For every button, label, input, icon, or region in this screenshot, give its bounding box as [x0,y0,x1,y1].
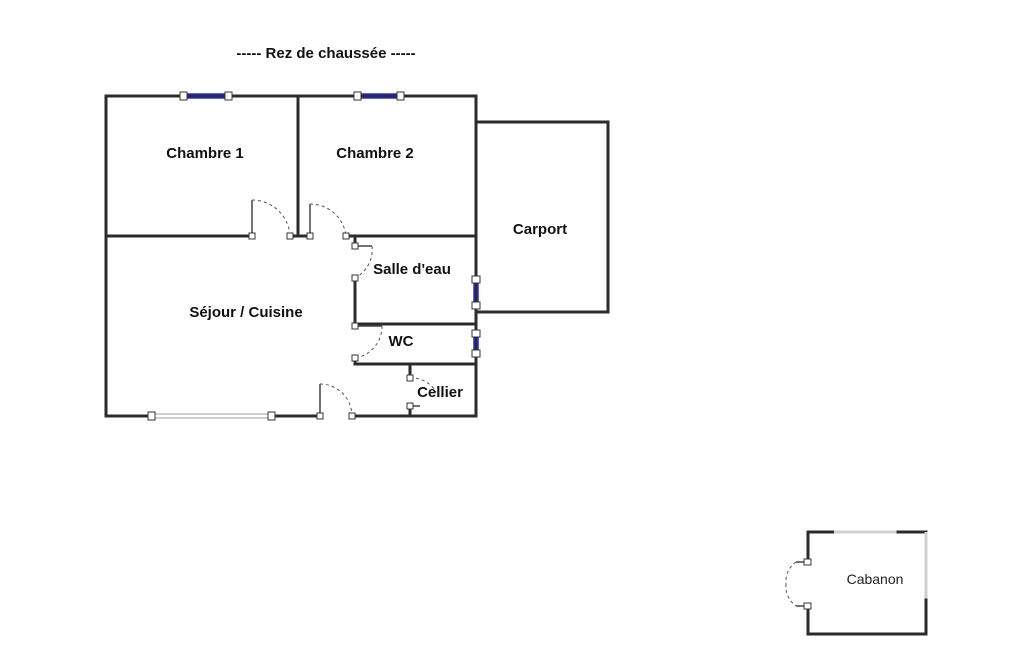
door-cabanon [785,558,812,610]
door-chambre1 [248,199,294,240]
window-chambre2 [353,91,405,101]
cabanon-outline [806,530,928,636]
plan-title: ----- Rez de chaussée ----- [236,45,415,62]
room-label-salle-deau: Salle d'eau [373,261,451,278]
room-label-wc: WC [389,333,414,350]
window-sejour [147,411,276,421]
room-label-chambre2: Chambre 2 [336,145,414,162]
door-entree [316,383,356,420]
door-chambre2 [306,203,350,240]
room-label-carport: Carport [513,221,567,238]
room-label-cabanon: Cabanon [847,571,904,587]
door-salle-deau [351,242,373,282]
window-wc [471,329,481,358]
door-wc [351,322,383,362]
room-label-cellier: Cellier [417,384,463,401]
window-chambre1 [179,91,233,101]
carport-outline [474,120,610,314]
room-label-chambre1: Chambre 1 [166,145,244,162]
window-salle-deau [471,275,481,310]
exterior-walls [104,94,478,418]
interior-walls [104,94,478,418]
door-cellier [406,374,437,410]
room-label-sejour: Séjour / Cuisine [189,304,302,321]
